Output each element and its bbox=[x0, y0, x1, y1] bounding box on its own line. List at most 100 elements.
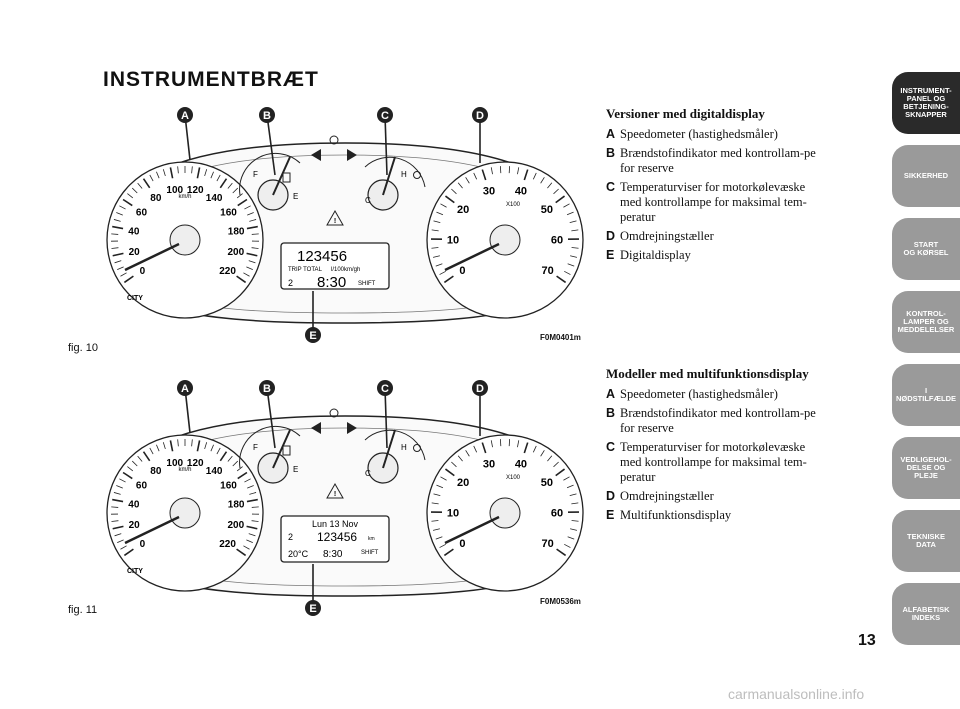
lcd-date: Lun 13 Nov bbox=[312, 519, 359, 529]
speedometer-tick bbox=[216, 174, 221, 182]
speedometer-tick-label: 180 bbox=[228, 500, 245, 511]
tachometer-tick bbox=[433, 493, 441, 497]
item-letter: A bbox=[606, 387, 616, 401]
lcd-gear: 2 bbox=[288, 532, 293, 542]
warning-mark: ! bbox=[334, 491, 336, 498]
item-text: Speedometer (hastighedsmåler) bbox=[620, 387, 778, 401]
callout-label: E bbox=[309, 603, 316, 615]
speedometer-tick-label: 160 bbox=[220, 208, 237, 219]
city-label: CITY bbox=[127, 568, 143, 575]
tachometer-tick bbox=[571, 502, 579, 505]
tacho-unit: X100 bbox=[506, 202, 521, 208]
speedometer-tick-label: 60 bbox=[136, 481, 148, 492]
speedometer-needle bbox=[124, 242, 180, 272]
section-multifunction: Modeller med multifunktionsdisplay A Spee… bbox=[606, 366, 828, 527]
chapter-tab[interactable]: ALFABETISK INDEKS bbox=[892, 583, 960, 645]
speedometer-tick-label: 200 bbox=[227, 520, 244, 531]
speedometer-tick-label: 0 bbox=[140, 539, 146, 550]
speedometer-tick bbox=[246, 539, 253, 544]
fuel-full-label: F bbox=[253, 443, 258, 452]
tachometer-tick-label: 10 bbox=[447, 234, 459, 246]
speedometer-tick bbox=[119, 478, 126, 483]
tachometer-tick-label: 50 bbox=[541, 477, 553, 489]
speedometer-tick-label: 160 bbox=[220, 481, 237, 492]
callout-marker bbox=[377, 380, 393, 396]
temp-scale bbox=[364, 429, 426, 461]
speedometer-tick bbox=[177, 439, 179, 447]
speedometer-tick bbox=[127, 193, 134, 199]
speedometer-tick bbox=[191, 166, 193, 174]
tachometer-tick-label: 70 bbox=[541, 538, 553, 550]
lcd-odometer: 123456 bbox=[297, 248, 347, 265]
callout-marker bbox=[177, 380, 193, 396]
speedometer-tick bbox=[156, 171, 160, 179]
callout-marker bbox=[177, 107, 193, 123]
callout-label: E bbox=[309, 330, 316, 342]
speedometer-tick bbox=[112, 525, 124, 530]
speedometer-tick bbox=[117, 539, 124, 544]
chapter-tab[interactable]: SIKKERHED bbox=[892, 145, 960, 207]
speedometer-tick bbox=[196, 167, 201, 179]
speedometer-tick-label: 120 bbox=[187, 185, 204, 196]
speedometer-tick bbox=[246, 266, 253, 271]
speedometer-tick bbox=[112, 498, 124, 503]
speedometer-tick bbox=[237, 198, 248, 207]
tachometer-tick bbox=[465, 177, 470, 184]
speedometer-tick-label: 180 bbox=[228, 227, 245, 238]
callout-label: B bbox=[263, 383, 271, 395]
speedometer-tick-label: 140 bbox=[206, 193, 223, 204]
item-letter: B bbox=[606, 406, 616, 420]
callout-marker bbox=[377, 107, 393, 123]
speedometer-tick bbox=[204, 442, 208, 450]
tachometer-tick bbox=[443, 548, 454, 557]
callout-label: D bbox=[476, 110, 484, 122]
speedometer-tick bbox=[112, 225, 124, 230]
tachometer-tick-label: 0 bbox=[459, 538, 465, 550]
speedometer-tick bbox=[114, 533, 122, 537]
callout-line bbox=[384, 114, 388, 176]
chapter-tab[interactable]: VEDLIGEHOL- DELSE OG PLEJE bbox=[892, 437, 960, 499]
tachometer-tick-label: 10 bbox=[447, 507, 459, 519]
callout-marker bbox=[259, 107, 275, 123]
lcd-time: 8:30 bbox=[317, 274, 346, 291]
chapter-tab[interactable]: TEKNISKE DATA bbox=[892, 510, 960, 572]
speedometer-tick-label: 80 bbox=[150, 466, 162, 477]
item-letter: D bbox=[606, 229, 616, 243]
speedometer-tick bbox=[131, 460, 138, 467]
tacho-unit: X100 bbox=[506, 475, 521, 481]
callout-label: B bbox=[263, 110, 271, 122]
light-icon bbox=[329, 135, 339, 145]
tachometer-tick bbox=[553, 188, 559, 195]
callout-label: A bbox=[181, 383, 189, 395]
tachometer-tick bbox=[451, 188, 457, 195]
chapter-tab[interactable]: START OG KØRSEL bbox=[892, 218, 960, 280]
speedometer-tick-label: 40 bbox=[128, 500, 140, 511]
tachometer-tick bbox=[517, 167, 520, 175]
chapter-tab[interactable]: KONTROL- LAMPER OG MEDDELELSER bbox=[892, 291, 960, 353]
tachometer-needle bbox=[444, 515, 500, 545]
lcd-unit: km bbox=[368, 536, 375, 542]
chapter-tab-label: VEDLIGEHOL- DELSE OG PLEJE bbox=[900, 455, 952, 480]
speed-unit: km/h bbox=[178, 467, 191, 473]
tachometer-tick bbox=[432, 255, 440, 258]
speedometer-tick bbox=[246, 498, 258, 503]
tachometer-tick bbox=[435, 263, 443, 267]
tachometer-tick bbox=[431, 502, 439, 505]
tachometer-tick bbox=[473, 172, 478, 180]
speedometer-tick bbox=[142, 451, 151, 462]
section-heading: Modeller med multifunktionsdisplay bbox=[606, 366, 809, 381]
tachometer-tick-label: 30 bbox=[483, 186, 495, 198]
chapter-tab[interactable]: INSTRUMENT- PANEL OG BETJENING- SKNAPPER bbox=[892, 72, 960, 134]
speedometer-tick bbox=[122, 198, 133, 207]
speedometer-tick-label: 140 bbox=[206, 466, 223, 477]
speedometer-tick-label: 0 bbox=[140, 266, 146, 277]
chapter-tab-label: TEKNISKE DATA bbox=[907, 532, 945, 549]
speedometer-hub bbox=[169, 497, 201, 529]
fuel-needle bbox=[272, 156, 291, 196]
speedometer-tick bbox=[123, 275, 134, 284]
speedometer-tick bbox=[111, 247, 119, 249]
chapter-tab[interactable]: I NØDSTILFÆLDE bbox=[892, 364, 960, 426]
callout-line bbox=[266, 114, 276, 176]
